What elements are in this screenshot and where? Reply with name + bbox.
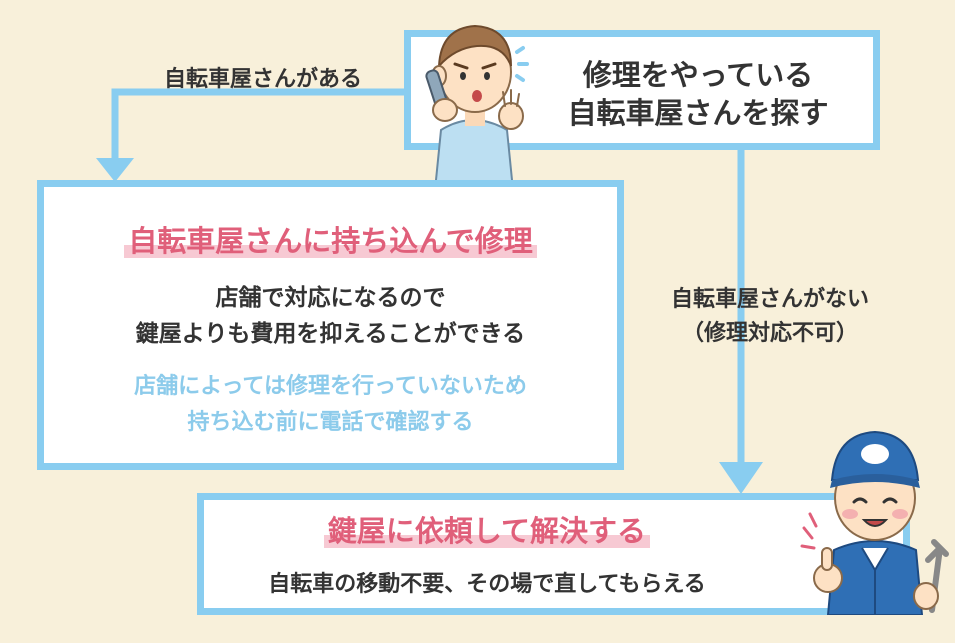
shop-repair-body-line2: 鍵屋よりも費用を抑えることができる xyxy=(135,321,526,347)
mechanic-thumbs-up-icon xyxy=(800,430,949,615)
yes-branch-label: 自転車屋さんがある xyxy=(163,67,362,92)
yes-arrowhead xyxy=(96,158,134,182)
shop-repair-title: 自転車屋さんに持ち込んで修理 xyxy=(37,218,624,260)
shop-repair-title-text: 自転車屋さんに持ち込んで修理 xyxy=(124,224,537,258)
no-branch-label-line2: （修理対応不可） xyxy=(681,321,858,346)
no-arrowhead xyxy=(719,462,763,494)
locksmith-title-text: 鍵屋に依頼して解決する xyxy=(323,514,651,548)
no-branch-label-line1: 自転車屋さんがない xyxy=(670,287,869,312)
shop-repair-note-line1: 店舗によっては修理を行っていないため xyxy=(134,374,527,399)
worried-person-icon xyxy=(425,24,529,190)
start-box-line2: 自転車屋さんを探す xyxy=(567,96,829,130)
locksmith-box xyxy=(197,493,910,615)
shop-repair-body-line1: 店舗で対応になるので xyxy=(215,285,446,311)
locksmith-body: 自転車の移動不要、その場で直してもらえる xyxy=(268,572,706,597)
yes-branch-line xyxy=(111,88,407,160)
start-box-line1: 修理をやっている xyxy=(582,58,814,92)
locksmith-title: 鍵屋に依頼して解決する xyxy=(197,508,777,550)
shop-repair-note-line2: 持ち込む前に電話で確認する xyxy=(187,410,474,435)
